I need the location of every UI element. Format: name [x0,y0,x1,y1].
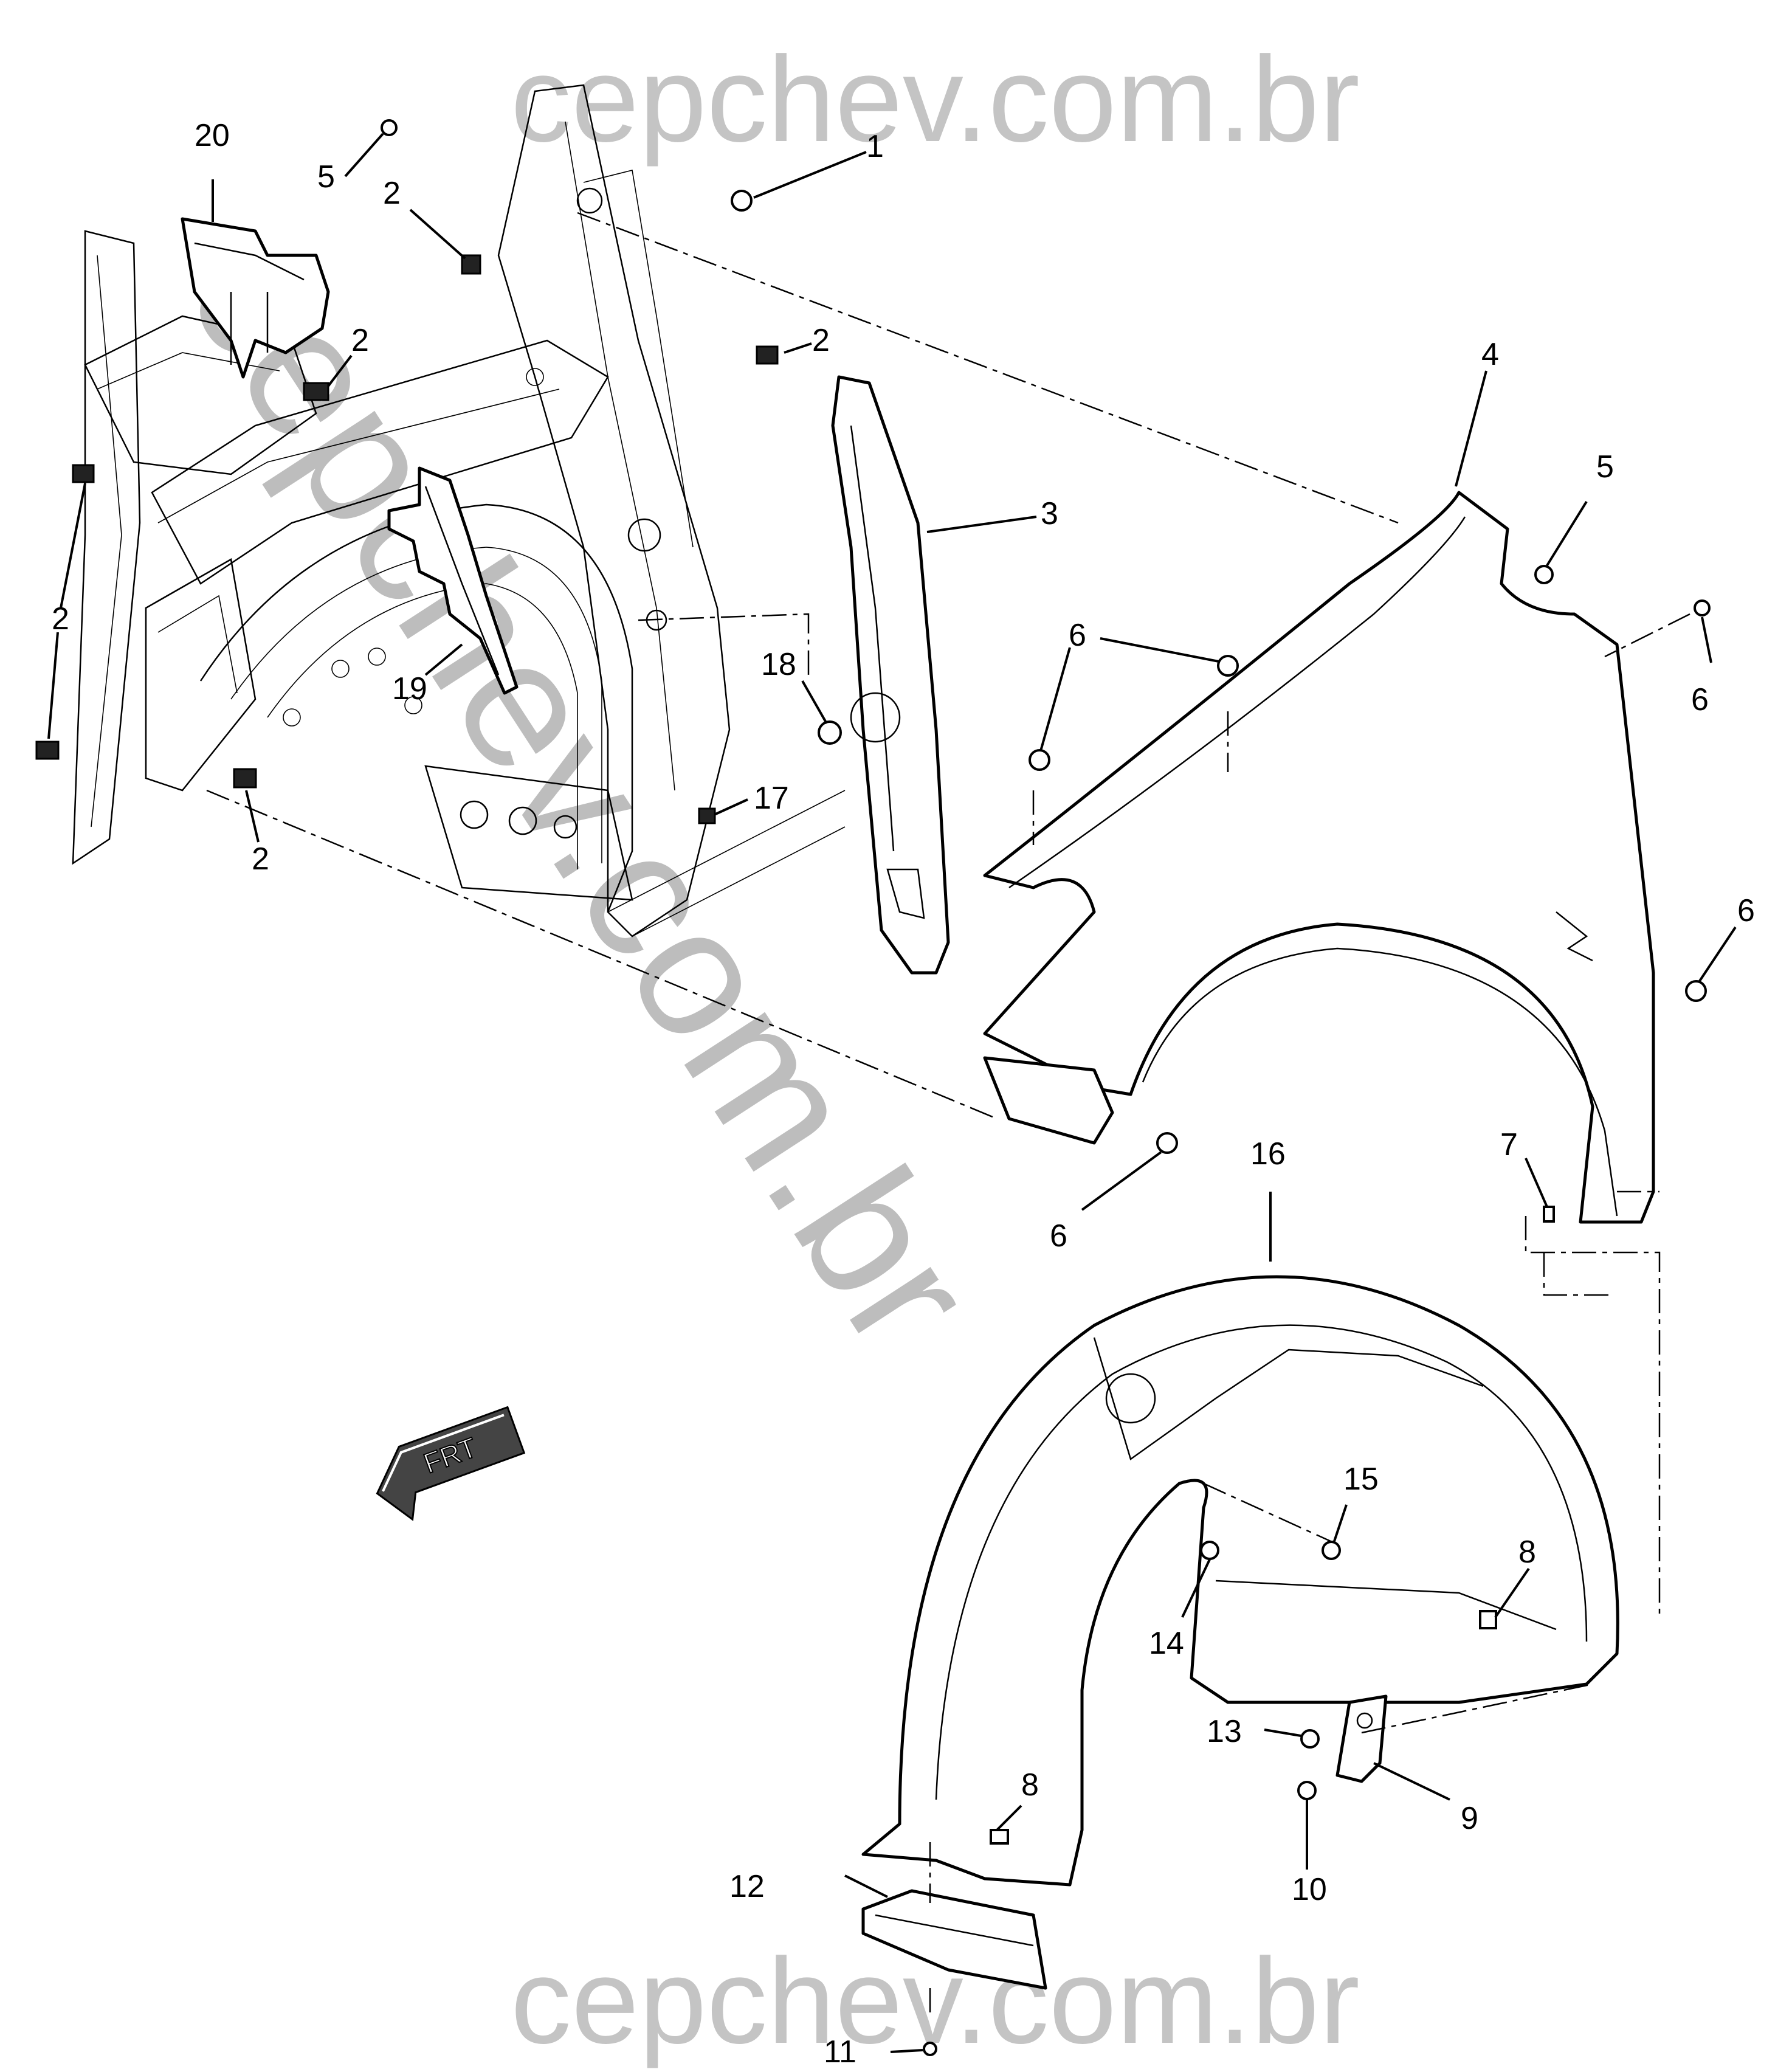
fastener-6d [1685,980,1707,1002]
body-structure [72,84,846,938]
fastener-2c [303,382,329,401]
fastener-2e [35,741,60,760]
fastener-6a [1217,655,1239,677]
callout-14: 14 [1149,1626,1184,1661]
fastener-14 [1200,1541,1219,1560]
callout-6b: 6 [1691,682,1709,717]
callout-2c: 2 [351,323,369,358]
fastener-6c [1694,599,1711,616]
callout-5b: 5 [1596,449,1614,485]
fastener-2d [72,464,95,483]
fastener-5b [1534,565,1554,584]
callout-8a: 8 [1518,1535,1536,1570]
fastener-15 [1322,1541,1341,1560]
part-9-bracket [1335,1694,1388,1783]
fastener-6b [1029,749,1050,771]
callout-5a: 5 [317,159,335,195]
callout-20: 20 [195,118,230,153]
watermark-top: cepchev.com.br [511,32,1360,167]
fastener-18 [818,720,842,745]
fastener-8a [1479,1610,1497,1629]
callout-6d: 6 [1050,1218,1067,1254]
callout-10: 10 [1292,1872,1327,1907]
fastener-7 [1543,1206,1555,1223]
callout-19: 19 [392,671,427,706]
callout-13: 13 [1207,1714,1242,1749]
alignment-lines [206,212,1690,2018]
callout-18: 18 [761,647,796,682]
fastener-5a [381,119,398,136]
fastener-8b [990,1829,1009,1845]
fastener-1 [731,190,753,212]
callout-2e: 2 [252,841,269,877]
fastener-6e [1156,1132,1178,1154]
callout-2b: 2 [812,323,830,358]
callout-7: 7 [1500,1127,1518,1162]
front-direction-marker: FRT [376,1406,526,1521]
callout-16: 16 [1250,1136,1286,1172]
fastener-17 [698,807,716,824]
callout-2d: 2 [52,601,69,637]
part-3-fender-insulator [831,375,950,975]
fastener-2f [233,768,257,789]
fasteners [35,119,1711,2056]
callout-12: 12 [729,1869,765,1904]
callout-labels: 1 2 2 2 2 2 3 4 5 5 6 6 6 6 7 8 8 9 10 1… [52,118,1755,2070]
callout-8b: 8 [1021,1767,1039,1803]
fastener-13 [1300,1729,1320,1749]
callout-6c: 6 [1737,893,1755,928]
callout-3: 3 [1041,496,1058,531]
part-20-bracket [181,217,330,379]
callout-2a: 2 [383,176,401,211]
front-arrow-icon [376,1406,526,1521]
part-4-fender [983,491,1655,1224]
fastener-11 [923,2042,937,2056]
callout-15: 15 [1343,1462,1379,1497]
fastener-10 [1297,1781,1317,1800]
part-12-deflector [861,1889,1047,1990]
callout-6a: 6 [1069,618,1086,653]
callout-11: 11 [824,2034,856,2070]
fastener-2b [756,345,779,365]
part-16-wheelhouse-liner [861,1275,1619,1887]
part-19-insulator [387,466,519,695]
callout-1: 1 [866,129,884,164]
callout-4: 4 [1481,337,1499,372]
leader-lines [47,133,1737,2053]
callout-9: 9 [1461,1801,1478,1836]
callout-17: 17 [754,781,789,816]
